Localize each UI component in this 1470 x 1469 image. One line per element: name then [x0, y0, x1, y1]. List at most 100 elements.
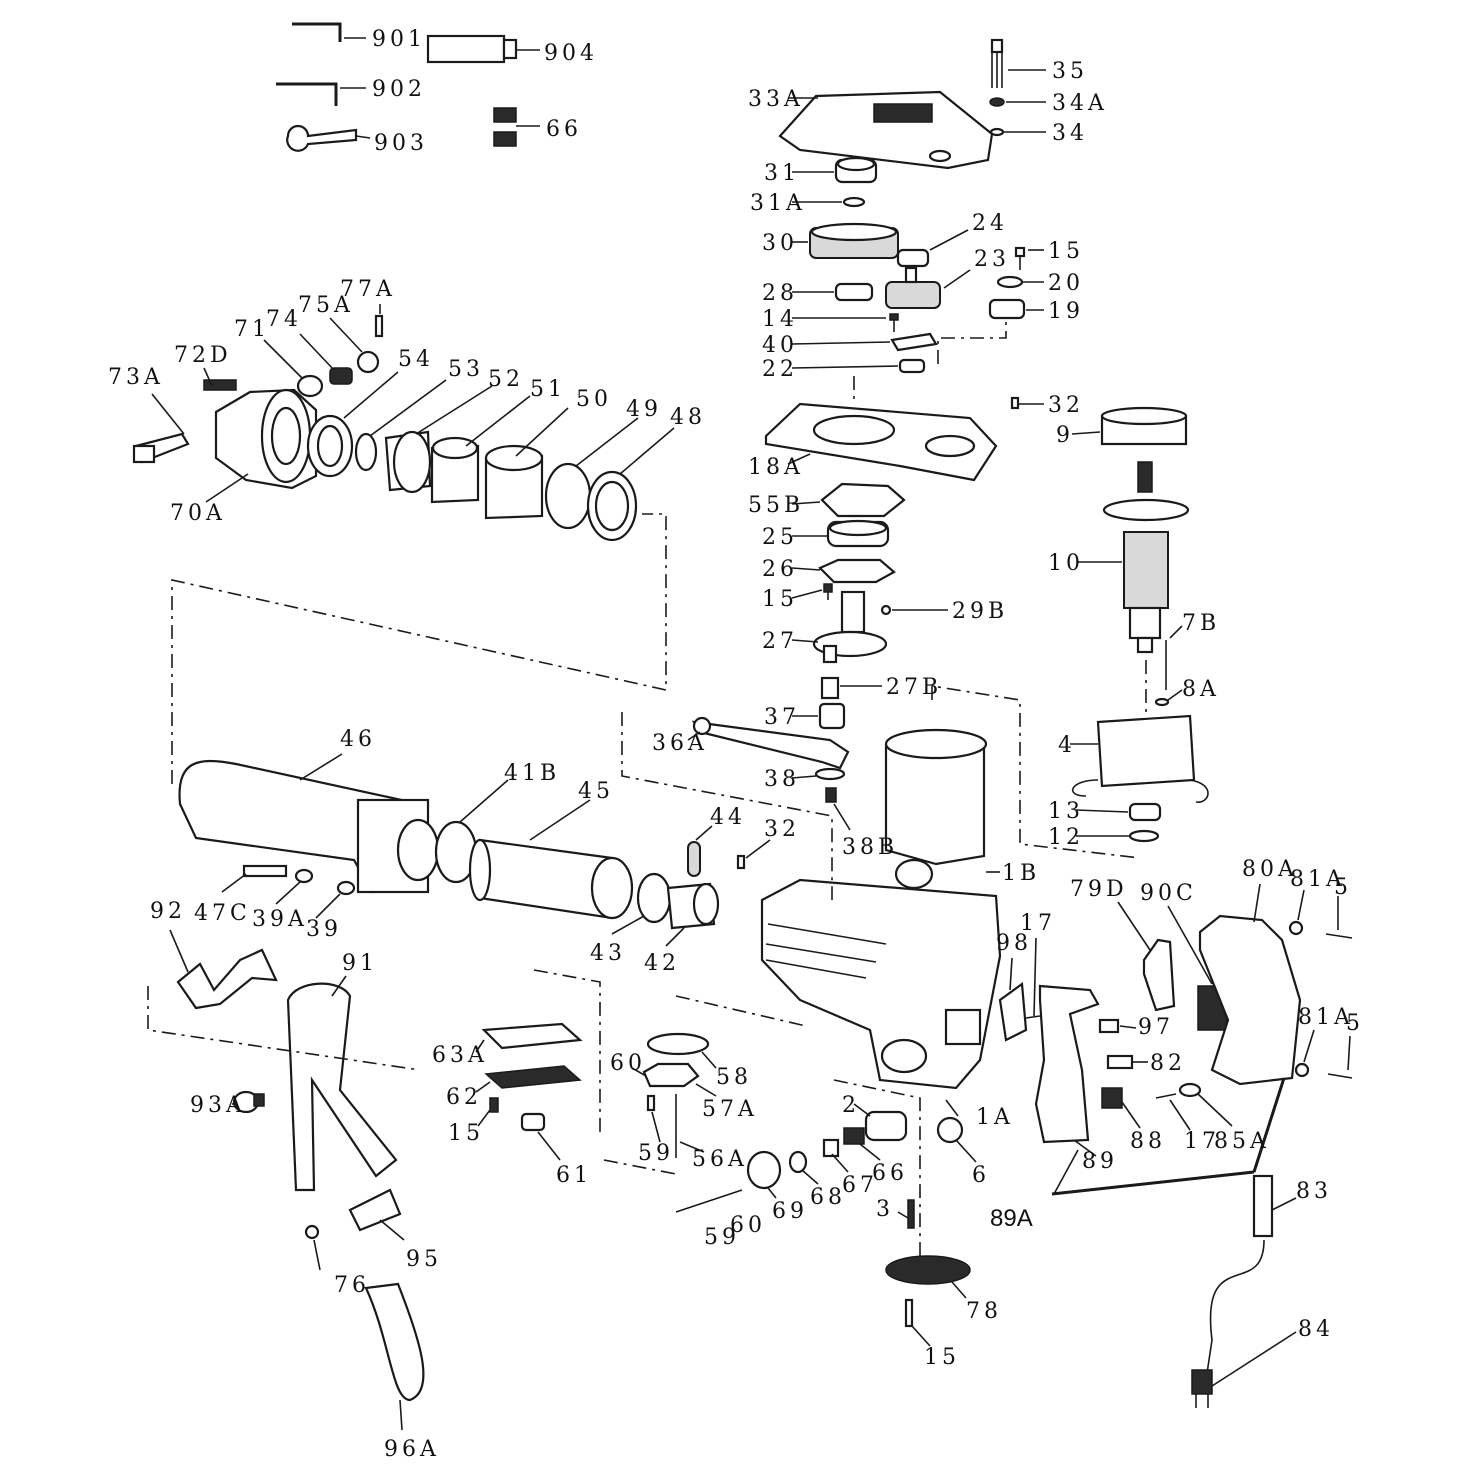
- part-5-screw-a: [1325, 933, 1353, 939]
- label-89: 89: [1082, 1149, 1118, 1174]
- part-38B-screw: [825, 787, 837, 803]
- part-20-washer: [996, 275, 1024, 289]
- label-5a: 5: [1334, 875, 1352, 900]
- label-81Aa: 81A: [1290, 867, 1346, 892]
- part-25-bearing: [826, 519, 890, 548]
- label-15a: 15: [1048, 239, 1084, 264]
- part-61-cap: [520, 1112, 546, 1132]
- part-32-key-mid: [736, 854, 746, 870]
- part-95-grip: [348, 1188, 402, 1232]
- part-77A-pin: [374, 314, 384, 338]
- label-62: 62: [446, 1085, 482, 1110]
- label-48: 48: [670, 405, 706, 430]
- part-5-screw-b: [1327, 1073, 1353, 1079]
- part-2-nozzle: [864, 1110, 908, 1142]
- part-75A-ring: [356, 350, 380, 374]
- label-35: 35: [1052, 59, 1088, 84]
- part-44-pin: [687, 841, 701, 877]
- label-31: 31: [764, 161, 800, 186]
- part-4-field-stator: [1071, 714, 1209, 803]
- label-43: 43: [590, 941, 626, 966]
- label-67: 67: [842, 1173, 878, 1198]
- label-63A: 63A: [432, 1043, 488, 1068]
- label-10: 10: [1048, 551, 1084, 576]
- part-1A-main-housing: [760, 878, 1002, 1090]
- part-93A-nut: [232, 1090, 265, 1114]
- part-69-cap: [746, 1150, 782, 1190]
- label-22: 22: [762, 357, 798, 382]
- label-5b: 5: [1346, 1011, 1364, 1036]
- part-74-spring: [329, 367, 353, 385]
- part-59-60-screw-washer-a: [646, 1094, 656, 1112]
- part-98-bracket: [998, 981, 1028, 1042]
- label-17a: 17: [1020, 911, 1056, 936]
- part-39-washer: [336, 880, 356, 896]
- label-26: 26: [762, 557, 798, 582]
- part-31A-ring: [842, 196, 866, 208]
- part-31-bearing: [834, 156, 878, 184]
- part-30-gear: [809, 222, 899, 259]
- part-3-screw: [907, 1199, 915, 1229]
- label-60a: 60: [610, 1051, 646, 1076]
- label-88: 88: [1130, 1129, 1166, 1154]
- part-901-hex-key: [292, 22, 342, 42]
- part-48-ring: [586, 470, 638, 542]
- label-50: 50: [576, 387, 612, 412]
- label-83: 83: [1296, 1179, 1332, 1204]
- label-9: 9: [1056, 423, 1074, 448]
- part-72D-screw: [203, 379, 237, 391]
- part-32-key-top: [1010, 396, 1020, 410]
- part-18A-gear-housing: [764, 402, 998, 482]
- label-56A: 56A: [692, 1147, 748, 1172]
- label-70A: 70A: [170, 501, 226, 526]
- label-61: 61: [556, 1163, 592, 1188]
- label-95: 95: [406, 1247, 442, 1272]
- part-82-capacitor: [1106, 1054, 1134, 1070]
- label-92: 92: [150, 899, 186, 924]
- part-15-screw-low: [489, 1097, 499, 1113]
- label-32a: 32: [1048, 393, 1084, 418]
- part-40-plate: [890, 332, 938, 352]
- label-89A: 89A: [990, 1205, 1033, 1232]
- part-9-fan-baffle: [1100, 406, 1188, 446]
- part-54-ring: [306, 414, 354, 478]
- label-42: 42: [644, 951, 680, 976]
- label-38B: 38B: [842, 835, 898, 860]
- part-96A-cover: [364, 1282, 425, 1402]
- label-54: 54: [398, 347, 434, 372]
- label-904: 904: [544, 41, 598, 66]
- part-labels: 901 902 903 904 66 35 34A 34 33A 31 31A …: [108, 27, 1364, 1462]
- part-42-piston: [666, 882, 720, 930]
- label-7B: 7B: [1182, 611, 1220, 636]
- label-93A: 93A: [190, 1093, 246, 1118]
- label-90C: 90C: [1140, 881, 1197, 906]
- part-8A-washer: [1154, 697, 1170, 707]
- label-52: 52: [488, 367, 524, 392]
- label-31A: 31A: [750, 191, 806, 216]
- label-59a: 59: [638, 1141, 674, 1166]
- part-23-pinion-shaft: [885, 266, 941, 309]
- part-45-cylinder: [468, 838, 634, 920]
- label-20: 20: [1048, 271, 1084, 296]
- label-57A: 57A: [702, 1097, 758, 1122]
- label-14: 14: [762, 307, 798, 332]
- part-10-armature: [1102, 461, 1190, 654]
- part-37-piston-pin: [818, 702, 846, 730]
- part-19-bearing: [988, 298, 1026, 320]
- label-74: 74: [266, 307, 302, 332]
- label-77A: 77A: [340, 277, 396, 302]
- part-59-60-screw-washer-b: [675, 1189, 743, 1213]
- label-32b: 32: [764, 817, 800, 842]
- part-49-ring: [544, 462, 592, 530]
- part-15-screw-bottom: [904, 1298, 914, 1328]
- part-17-screw-b: [1155, 1093, 1177, 1099]
- label-36A: 36A: [652, 731, 708, 756]
- part-57A-flange: [642, 1062, 700, 1088]
- part-52-striker: [384, 430, 432, 494]
- label-82: 82: [1150, 1051, 1186, 1076]
- part-26-flange: [818, 558, 896, 584]
- label-15c: 15: [448, 1121, 484, 1146]
- part-84-plug: [1191, 1369, 1213, 1408]
- label-13: 13: [1048, 799, 1084, 824]
